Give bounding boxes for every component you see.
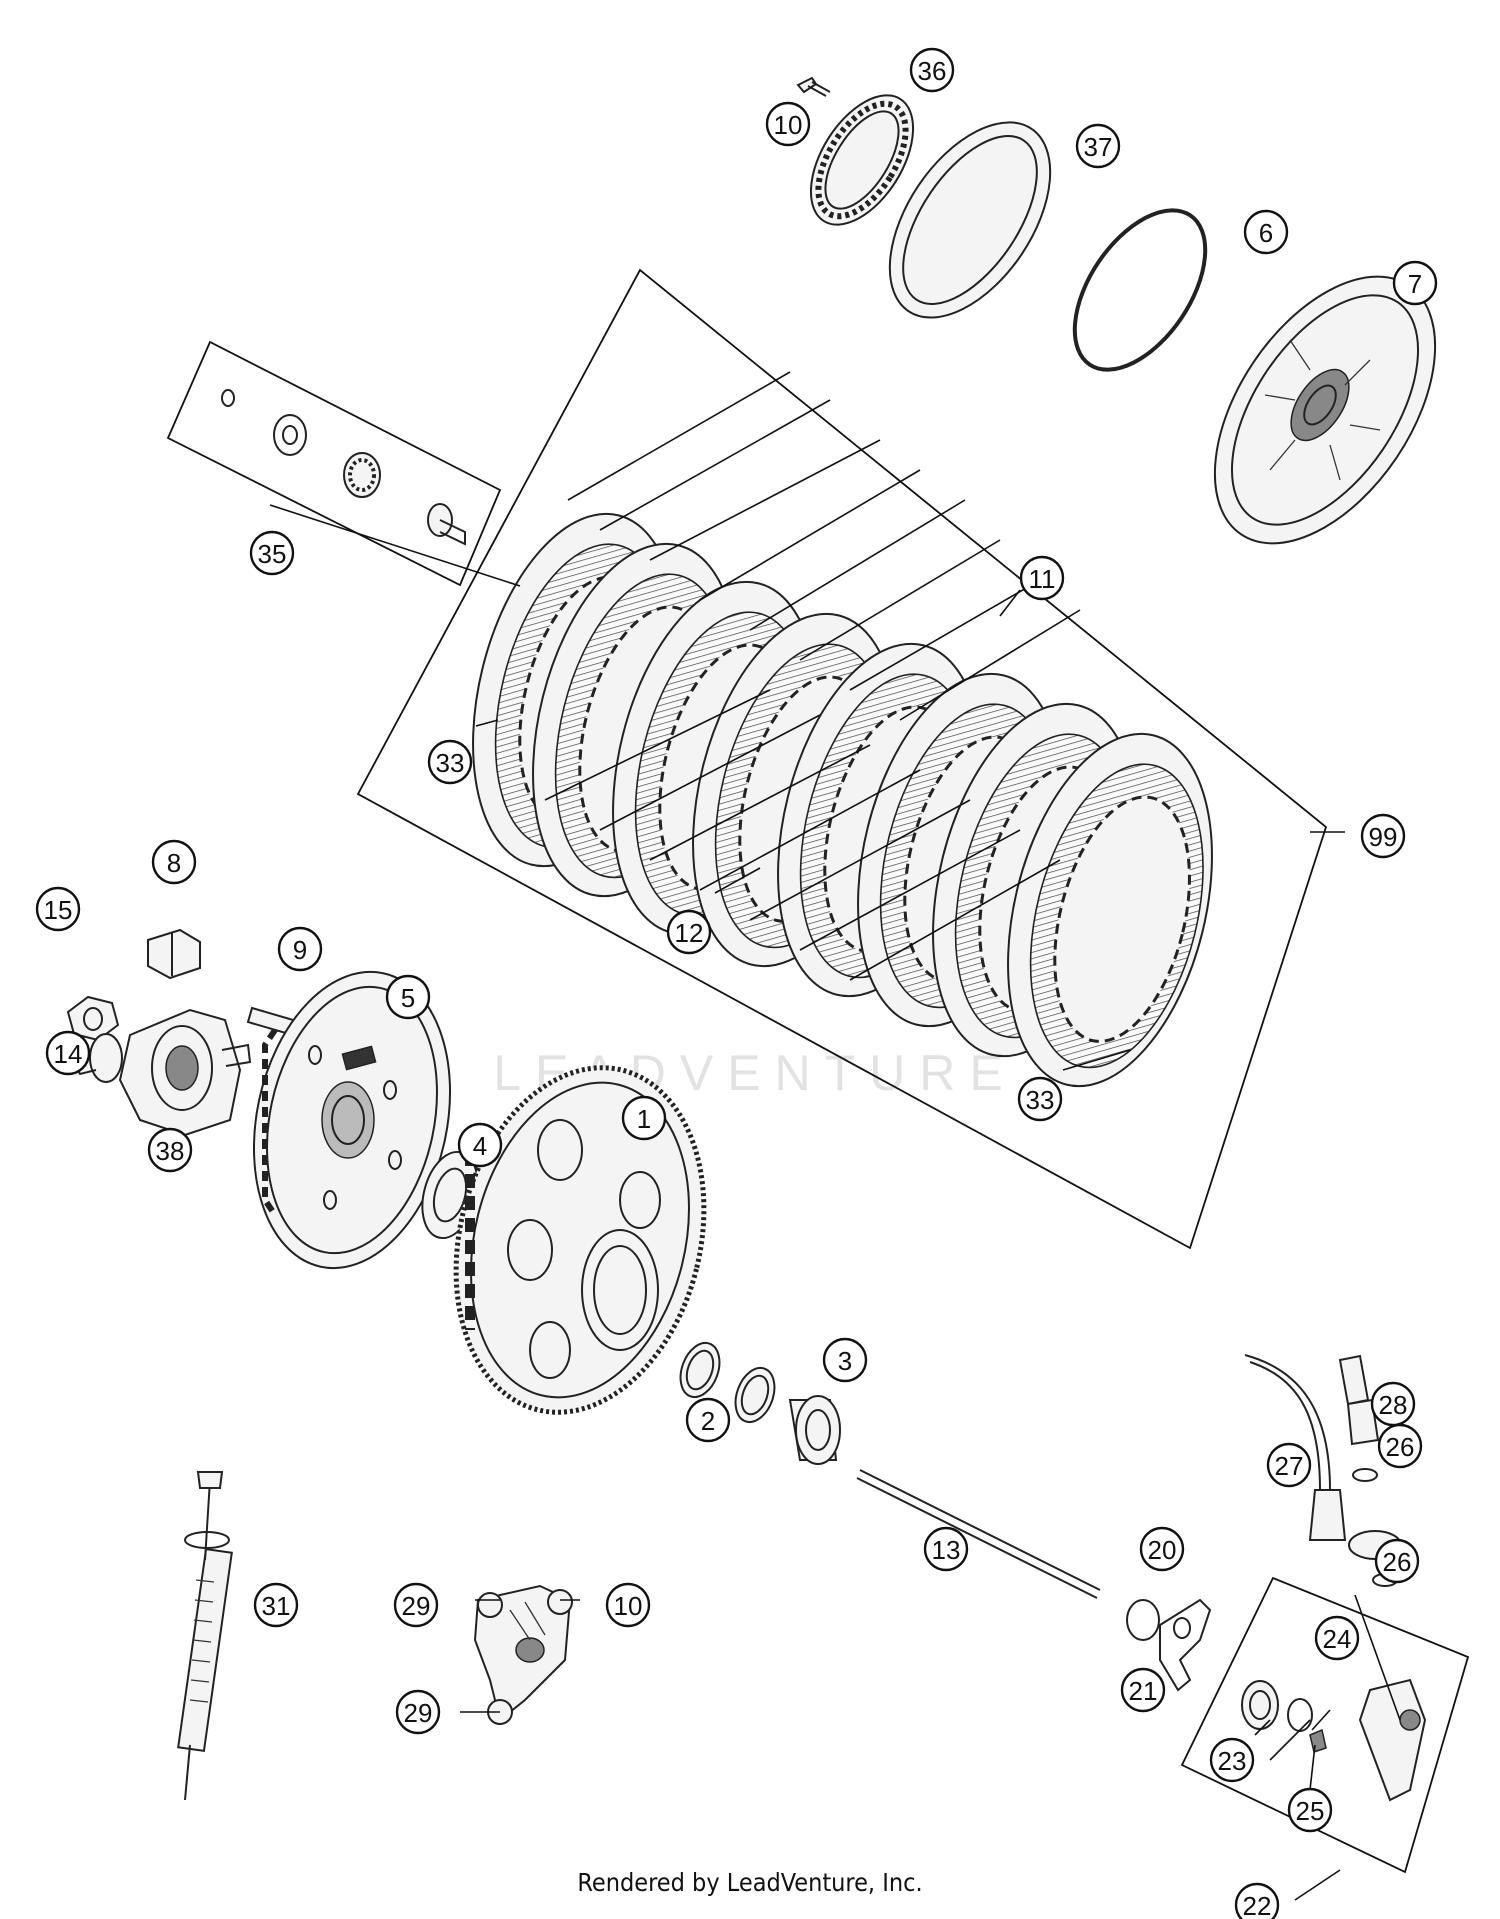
callout-1: 1 xyxy=(621,1095,667,1141)
callout-11: 11 xyxy=(1019,555,1065,601)
callout-label: 3 xyxy=(838,1346,852,1376)
callout-label: 35 xyxy=(258,539,287,569)
part-gasket-21 xyxy=(1159,1598,1212,1692)
callout-label: 28 xyxy=(1379,1390,1408,1420)
part-wire-ring-6 xyxy=(1072,208,1208,372)
callout-label: 14 xyxy=(54,1039,83,1069)
callout-31: 31 xyxy=(253,1582,299,1628)
callout-label: 2 xyxy=(701,1406,715,1436)
plate-leaders xyxy=(544,371,1081,981)
callout-label: 27 xyxy=(1275,1451,1304,1481)
callout-35: 35 xyxy=(249,530,295,576)
callout-5: 5 xyxy=(385,974,431,1020)
callout-13: 13 xyxy=(923,1526,969,1572)
callout-label: 7 xyxy=(1408,269,1422,299)
callout-label: 8 xyxy=(167,848,181,878)
part-pressure-plate-7 xyxy=(1213,275,1437,545)
part-bleeder-28 xyxy=(1338,1354,1380,1446)
callout-26: 26 xyxy=(1377,1423,1423,1469)
callout-label: 12 xyxy=(675,918,704,948)
callout-label: 29 xyxy=(402,1591,431,1621)
callout-label: 15 xyxy=(44,895,73,925)
callout-15: 15 xyxy=(35,886,81,932)
box-99-clutch-pack xyxy=(356,268,1328,1250)
callout-label: 26 xyxy=(1383,1547,1412,1577)
callout-label: 13 xyxy=(932,1535,961,1565)
callout-label: 10 xyxy=(774,110,803,140)
callout-24: 24 xyxy=(1314,1615,1360,1661)
callout-label: 6 xyxy=(1259,218,1273,248)
part-sleeve-3 xyxy=(788,1395,841,1465)
callout-8: 8 xyxy=(151,839,197,885)
callout-12: 12 xyxy=(666,909,712,955)
callout-27: 27 xyxy=(1266,1442,1312,1488)
callout-21: 21 xyxy=(1120,1667,1166,1713)
callout-9: 9 xyxy=(277,926,323,972)
callout-99: 99 xyxy=(1360,813,1406,859)
callout-label: 37 xyxy=(1084,132,1113,162)
callout-label: 38 xyxy=(156,1136,185,1166)
callout-label: 11 xyxy=(1029,564,1056,594)
part-disc-37 xyxy=(888,121,1052,319)
clutch-plate xyxy=(1007,732,1213,1088)
callout-29: 29 xyxy=(393,1582,439,1628)
callout-label: 22 xyxy=(1243,1891,1272,1919)
callout-label: 20 xyxy=(1148,1535,1177,1565)
footer-credit: Rendered by LeadVenture, Inc. xyxy=(577,1868,923,1897)
part-oring-20 xyxy=(1126,1599,1160,1641)
callout-33: 33 xyxy=(427,739,473,785)
callout-label: 24 xyxy=(1323,1624,1352,1654)
callout-label: 23 xyxy=(1218,1746,1247,1776)
callout-22: 22 xyxy=(1234,1882,1280,1919)
callout-label: 33 xyxy=(1026,1085,1055,1115)
callout-3: 3 xyxy=(822,1337,868,1383)
callout-label: 4 xyxy=(473,1131,487,1161)
box-22-slave-cylinder xyxy=(1180,1576,1470,1874)
part-inner-hub-5 xyxy=(252,970,452,1270)
part-bolt-top xyxy=(796,76,831,97)
callout-label: 9 xyxy=(293,935,307,965)
callout-label: 5 xyxy=(401,983,415,1013)
callout-10: 10 xyxy=(765,101,811,147)
part-push-rod-13 xyxy=(856,1469,1101,1599)
callout-label: 31 xyxy=(262,1591,291,1621)
callout-23: 23 xyxy=(1209,1737,1255,1783)
part-cover-38 xyxy=(118,1008,252,1137)
part-outer-basket-1 xyxy=(453,1065,707,1415)
box-35-kit xyxy=(166,340,502,587)
callout-37: 37 xyxy=(1075,123,1121,169)
part-cover-29 xyxy=(473,1584,573,1725)
callout-label: 25 xyxy=(1296,1796,1325,1826)
callout-label: 33 xyxy=(436,748,465,778)
leader-lines xyxy=(269,504,1401,1901)
callout-29: 29 xyxy=(395,1689,441,1735)
clutch-plates xyxy=(472,512,1213,1088)
part-bushing-2 xyxy=(679,1341,776,1424)
callout-6: 6 xyxy=(1243,209,1289,255)
callout-label: 99 xyxy=(1369,822,1398,852)
callout-label: 1 xyxy=(637,1104,651,1134)
callout-38: 38 xyxy=(147,1127,193,1173)
callout-label: 26 xyxy=(1386,1432,1415,1462)
part-thrust-bearing-36 xyxy=(809,94,915,226)
callout-label: 10 xyxy=(614,1591,643,1621)
part-block-8 xyxy=(147,928,201,980)
callout-label: 36 xyxy=(918,56,947,86)
part-tool-31 xyxy=(177,1471,233,1801)
callout-33: 33 xyxy=(1017,1076,1063,1122)
callout-14: 14 xyxy=(45,1030,91,1076)
callout-26: 26 xyxy=(1374,1538,1420,1584)
callout-7: 7 xyxy=(1392,260,1438,306)
callout-label: 29 xyxy=(404,1698,433,1728)
callout-25: 25 xyxy=(1287,1787,1333,1833)
callout-2: 2 xyxy=(685,1397,731,1443)
callout-20: 20 xyxy=(1139,1526,1185,1572)
callout-10: 10 xyxy=(605,1582,651,1628)
callout-36: 36 xyxy=(909,47,955,93)
callout-28: 28 xyxy=(1370,1381,1416,1427)
callout-label: 21 xyxy=(1129,1676,1158,1706)
callouts: 3610376735113399815951214383341328226272… xyxy=(35,47,1438,1919)
callout-4: 4 xyxy=(457,1122,503,1168)
